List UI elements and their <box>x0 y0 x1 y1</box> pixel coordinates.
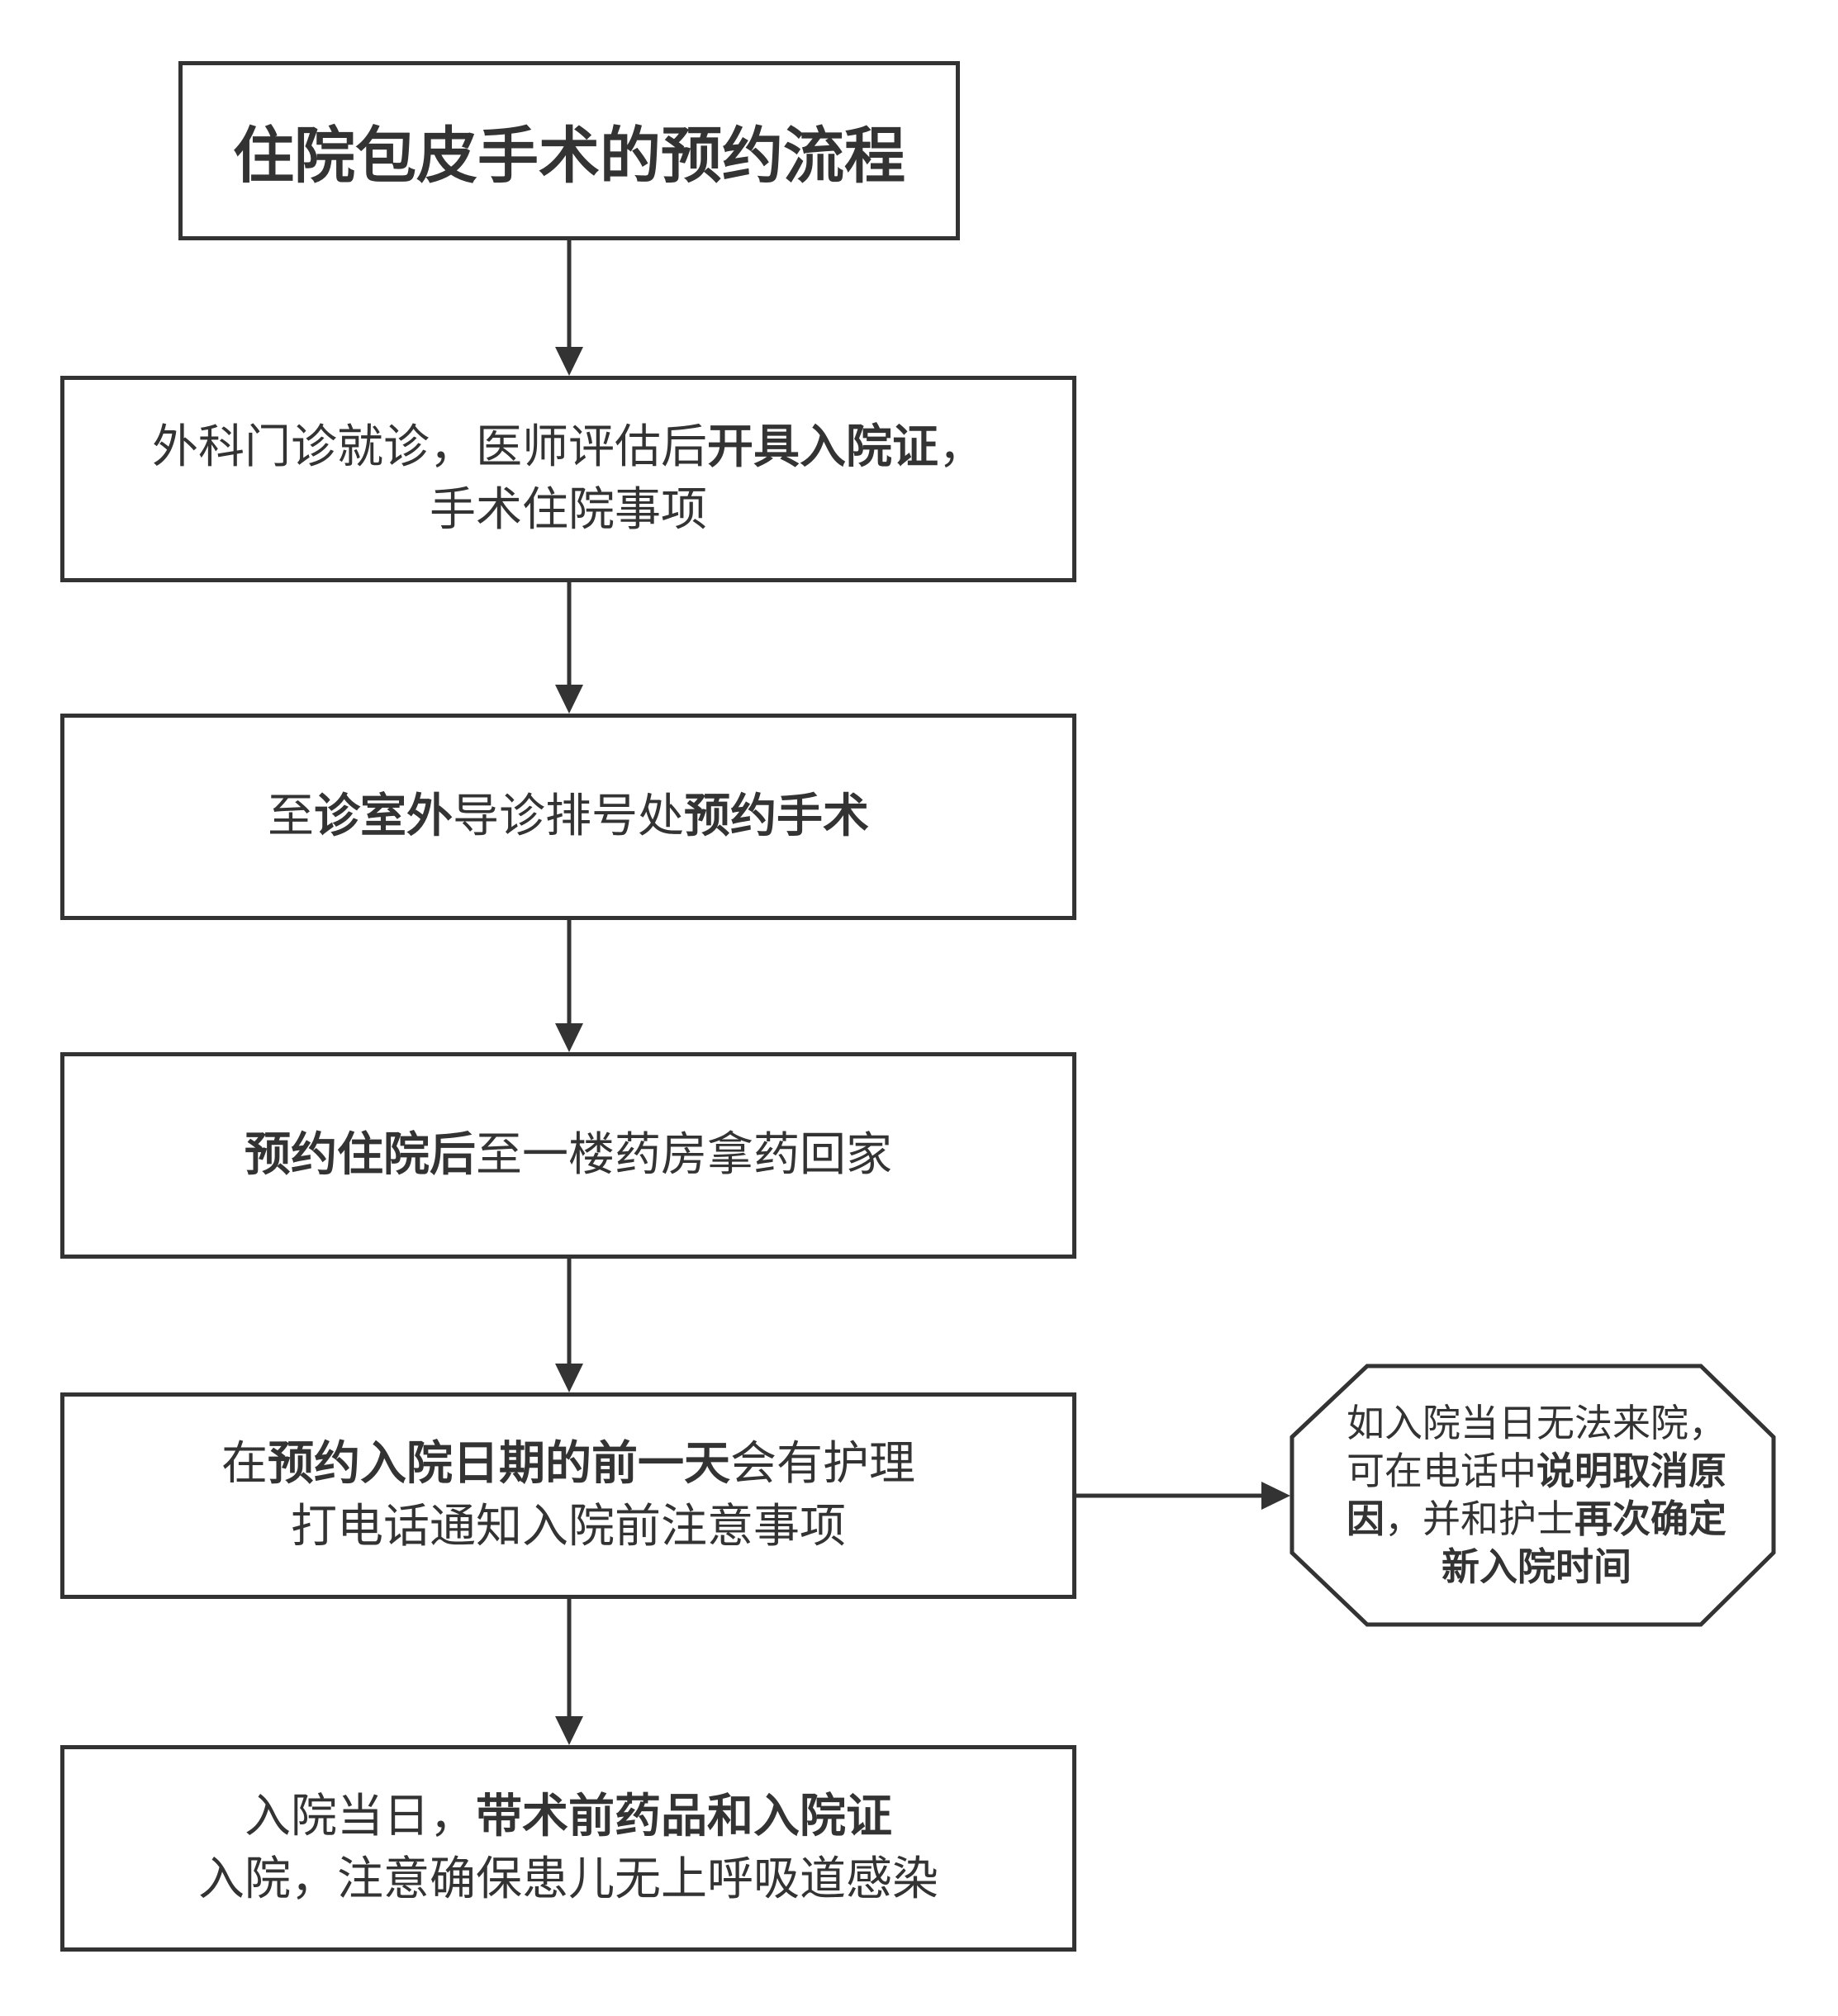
note-emphasis-text: 说明取消原 <box>1536 1449 1726 1493</box>
arrow-step-3-to-step-4 <box>555 1259 583 1392</box>
step-3-text: 至一楼药房拿药回家 <box>476 1128 892 1182</box>
note-text: 如入院当日无法来院， <box>1346 1401 1726 1445</box>
flow-title: 住院包皮手术的预约流程 <box>233 121 905 192</box>
step-2-text: 至 <box>268 790 314 843</box>
step-4-emphasis-text: 预约入院日期的前一天 <box>268 1437 730 1491</box>
step-1-text: ， <box>938 420 985 474</box>
step-2-emphasis-text: 预约手术 <box>684 790 869 843</box>
note-line-1: 如入院当日无法来院， <box>1346 1399 1726 1447</box>
arrow-step-1-to-step-2 <box>555 582 583 714</box>
note-line-3: 因，并和护士再次确定 <box>1346 1495 1726 1543</box>
step-3-emphasis-text: 预约住院后 <box>245 1128 476 1182</box>
step-2-emphasis-text: 诊室外 <box>314 790 453 843</box>
step-2-text: 导诊排号处 <box>453 790 684 843</box>
step-1-text: 外科门诊就诊，医师评估后 <box>152 420 707 474</box>
step-4-text: 会有护理 <box>730 1437 915 1491</box>
step-box-1: 外科门诊就诊，医师评估后开具入院证，手术住院事项 <box>60 376 1076 582</box>
note-line-2: 可在电话中说明取消原 <box>1346 1447 1726 1495</box>
step-1-line-2: 手术住院事项 <box>430 479 707 542</box>
step-3-line-1: 预约住院后至一楼药房拿药回家 <box>245 1124 892 1187</box>
arrow-step-2-to-step-3 <box>555 920 583 1052</box>
step-2-line-1: 至诊室外导诊排号处预约手术 <box>268 785 869 848</box>
note-emphasis-text: 新入院时间 <box>1441 1544 1631 1589</box>
step-4-line-1: 在预约入院日期的前一天会有护理 <box>221 1433 915 1496</box>
step-box-3: 预约住院后至一楼药房拿药回家 <box>60 1052 1076 1259</box>
step-1-line-1: 外科门诊就诊，医师评估后开具入院证， <box>152 416 985 479</box>
step-4-text: 打电话通知入院前注意事项 <box>291 1500 846 1554</box>
arrow-step-4-to-note <box>1076 1482 1290 1510</box>
step-5-line-1: 入院当日，带术前药品和入院证 <box>245 1786 892 1848</box>
arrow-step-4-to-step-5 <box>555 1599 583 1745</box>
step-5-line-2: 入院，注意确保患儿无上呼吸道感染 <box>198 1848 938 1911</box>
note-box: 如入院当日无法来院，可在电话中说明取消原因，并和护士再次确定新入院时间 <box>1322 1387 1751 1602</box>
step-box-2: 至诊室外导诊排号处预约手术 <box>60 714 1076 920</box>
step-box-4: 在预约入院日期的前一天会有护理打电话通知入院前注意事项 <box>60 1392 1076 1599</box>
step-4-line-2: 打电话通知入院前注意事项 <box>291 1496 846 1558</box>
flow-title-box: 住院包皮手术的预约流程 <box>178 61 960 240</box>
step-5-emphasis-text: 带术前药品和入院证 <box>476 1790 892 1843</box>
step-1-emphasis-text: 开具入院证 <box>707 420 938 474</box>
step-1-text: 手术住院事项 <box>430 483 707 537</box>
step-4-text: 在 <box>221 1437 268 1491</box>
step-5-text: 入院当日， <box>245 1790 476 1843</box>
step-5-text: 入院，注意确保患儿无上呼吸道感染 <box>198 1852 938 1906</box>
note-emphasis-text: 因 <box>1346 1497 1384 1541</box>
note-octagon-shape <box>1289 1364 1776 1627</box>
note-emphasis-text: 再次确定 <box>1574 1497 1726 1541</box>
arrow-title-to-step-1 <box>555 240 583 376</box>
note-line-4: 新入院时间 <box>1441 1543 1631 1591</box>
note-text: ，并和护士 <box>1384 1497 1574 1541</box>
step-box-5: 入院当日，带术前药品和入院证入院，注意确保患儿无上呼吸道感染 <box>60 1745 1076 1952</box>
note-text: 可在电话中 <box>1346 1449 1536 1493</box>
